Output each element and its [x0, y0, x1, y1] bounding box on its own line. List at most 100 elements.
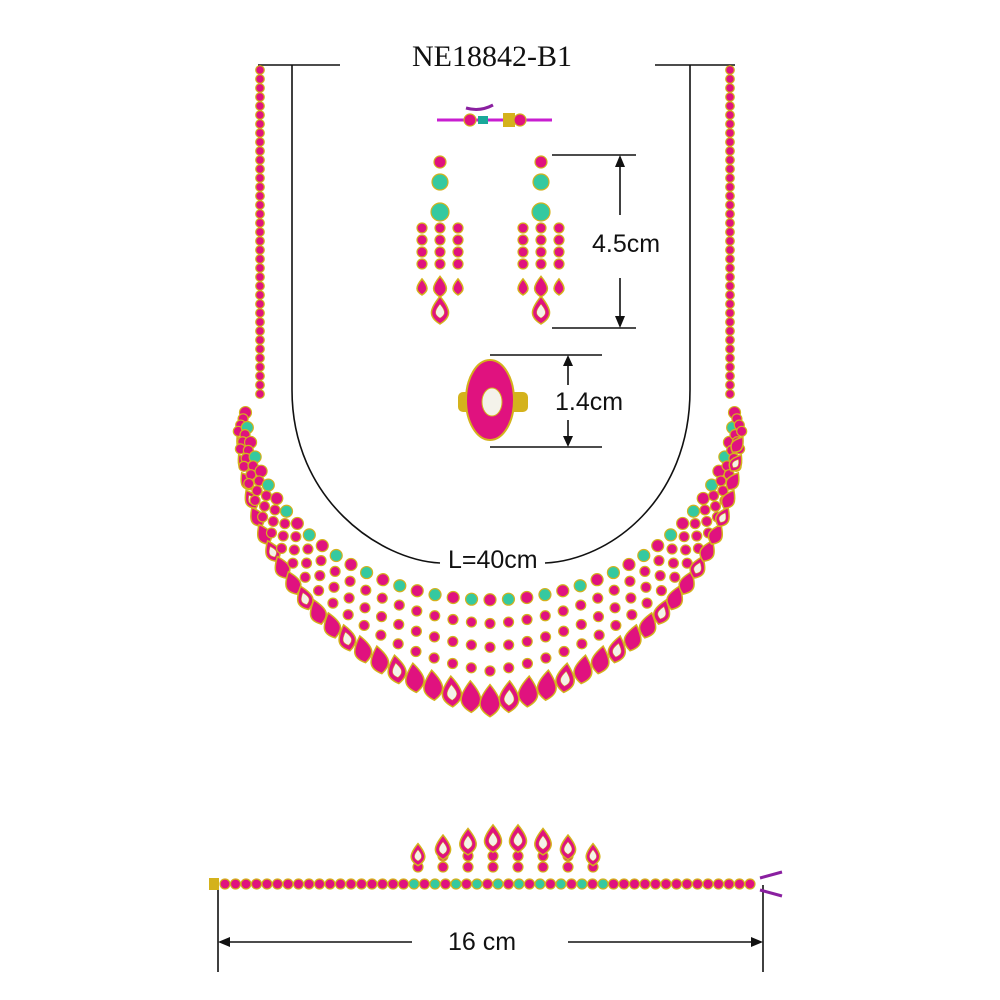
necklace-stone [626, 609, 638, 621]
necklace-stone [275, 542, 288, 554]
necklace-stone [269, 504, 281, 516]
necklace-stone [653, 555, 665, 567]
necklace-stone [593, 629, 605, 641]
necklace-stone [576, 638, 588, 650]
necklace-stone [393, 579, 407, 593]
bracelet-link [660, 878, 672, 890]
teardrop-pendant [460, 679, 482, 714]
dimension-lines [217, 64, 764, 972]
bracelet-link [250, 878, 263, 890]
diamond-center [513, 832, 523, 847]
necklace-stone [299, 571, 311, 583]
chain-link [255, 245, 265, 255]
bracelet-link [639, 878, 651, 890]
necklace-stone [287, 557, 299, 569]
earring-stone [430, 202, 450, 222]
necklace-stone [342, 609, 354, 621]
earring-stone [434, 234, 446, 246]
chain-link [255, 200, 265, 210]
necklace-stone [484, 641, 496, 653]
necklace-stone [641, 597, 653, 609]
bracelet-link [523, 878, 536, 890]
bracelet-link [628, 878, 641, 890]
necklace-stone [261, 478, 275, 492]
chain-link [725, 155, 735, 165]
necklace-stone [267, 515, 279, 528]
necklace-stone [257, 511, 269, 523]
necklace-stone [290, 516, 304, 531]
chain-link [255, 218, 265, 228]
necklace-stone [270, 491, 284, 506]
necklace-stone [689, 518, 701, 530]
earring-stone [553, 222, 565, 234]
necklace-stone [503, 662, 515, 674]
bracelet-link [313, 878, 326, 890]
teardrop-pendant [699, 539, 715, 563]
chain-link [725, 92, 735, 102]
chain-link [725, 245, 735, 255]
diamond-center [435, 303, 445, 319]
necklace-stone [238, 460, 250, 472]
clasp-box [503, 113, 515, 127]
teardrop-pendant [423, 669, 444, 702]
teardrop-pendant [285, 570, 302, 595]
diamond-center [718, 512, 727, 523]
necklace-stone [575, 618, 587, 631]
necklace-stone [608, 584, 620, 596]
bracelet-link [502, 878, 515, 890]
earring-stone [517, 246, 529, 258]
necklace-stone [484, 617, 496, 630]
earring-stone [532, 173, 550, 191]
bracelet-link [429, 878, 441, 890]
necklace-stone [539, 610, 551, 622]
product-code: NE18842-B1 [412, 40, 572, 73]
necklace-stone [606, 565, 620, 580]
bracelet-stone [437, 861, 449, 873]
earring-stone [416, 246, 428, 258]
necklace-stone [575, 599, 587, 611]
necklace-stone [359, 602, 371, 614]
diamond-center [612, 643, 622, 658]
necklace-stone [265, 527, 278, 539]
chain-link [725, 227, 735, 237]
necklace-stone [302, 543, 314, 555]
necklace-stone [736, 425, 748, 437]
necklace-stone [446, 590, 460, 605]
chain-link [255, 308, 265, 318]
necklace-stone [610, 619, 622, 632]
chain-link [725, 263, 735, 273]
necklace-stone [709, 500, 722, 512]
diamond-center [504, 689, 515, 706]
bracelet-link [271, 878, 284, 890]
bracelet-link [397, 878, 410, 890]
necklace-stone [622, 557, 636, 572]
diamond-center [563, 841, 573, 855]
chain-link [255, 146, 265, 156]
earring-stone [553, 234, 565, 246]
chain-link [725, 173, 735, 183]
necklace-stone [678, 531, 690, 543]
necklace-stone [375, 611, 388, 623]
necklace-stone [696, 491, 710, 506]
chain-link [725, 290, 735, 300]
bracelet-link [450, 878, 462, 890]
chain-link [255, 281, 265, 291]
bracelet-link [492, 878, 504, 890]
necklace-stone [521, 613, 533, 626]
chain-link [255, 353, 265, 363]
necklace-stone [410, 625, 422, 637]
necklace-stone [520, 590, 534, 605]
earring-stone [452, 246, 464, 258]
necklace-stone [483, 593, 497, 607]
earring-stone [517, 222, 529, 234]
diamond-center [301, 592, 310, 605]
necklace-stone [376, 573, 390, 587]
clasp-hook [465, 103, 494, 111]
necklace-stone [590, 573, 604, 587]
necklace-stone [707, 490, 720, 502]
earring-stone [535, 234, 547, 246]
bracelet-link [481, 878, 494, 890]
chain-link [725, 146, 735, 156]
bracelet-link [681, 878, 693, 890]
bracelet-link [355, 878, 368, 890]
